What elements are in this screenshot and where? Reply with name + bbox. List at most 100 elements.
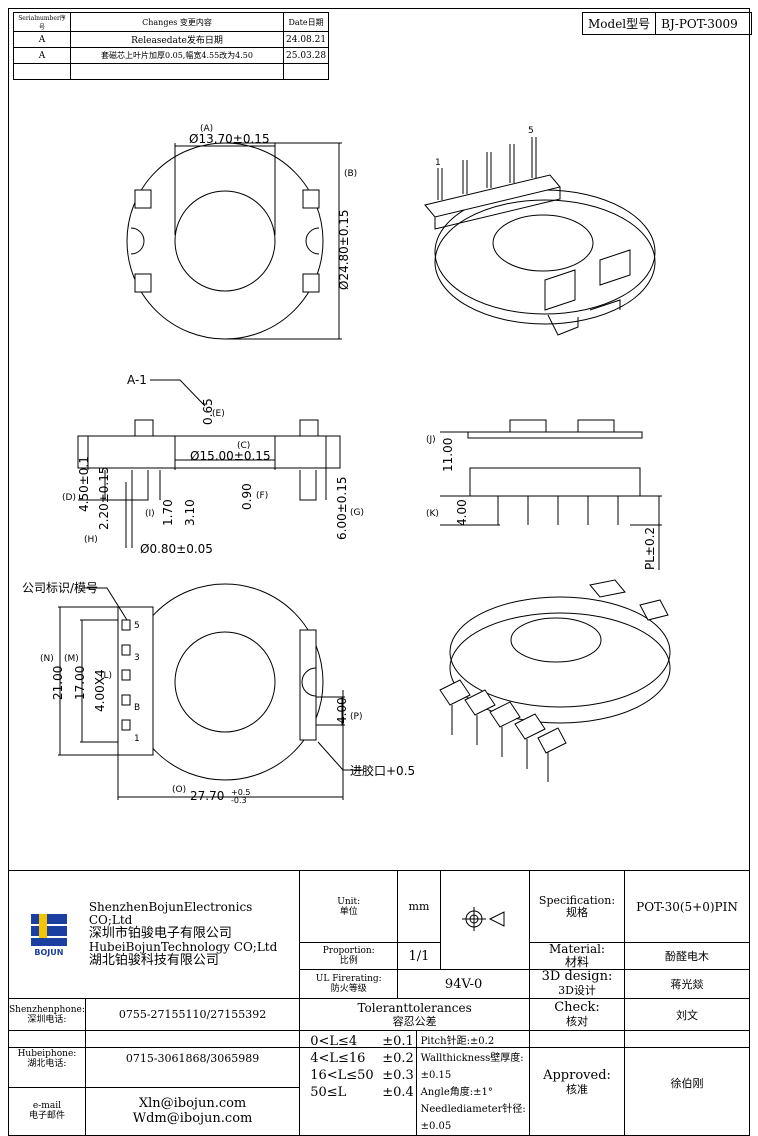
sz-phone-label: Shenzhenphone:	[9, 1004, 85, 1015]
proportion-label-cn: 比例	[339, 956, 358, 966]
dim-f-value: 0.90	[240, 483, 254, 510]
dim-label-b: (B)	[344, 169, 357, 179]
dim-d-value: 4.50±0.1	[77, 456, 91, 512]
design-label-cell: 3D design:3D设计	[529, 969, 625, 999]
material-label-cell: Material:材料	[529, 942, 625, 970]
dim-a-value: Ø13.70±0.15	[189, 132, 270, 146]
dim-m-value: 17.00	[73, 666, 87, 700]
model-label: Model型号	[581, 12, 657, 35]
company-en-1: ShenzhenBojunElectronics CO;Ltd	[88, 900, 253, 927]
dim-label-l: (L)	[100, 671, 112, 681]
tol-row: 0<L≤4±0.1	[310, 1034, 414, 1049]
company-cn-2: 湖北铂骏科技有限公司	[88, 953, 219, 968]
check-value: 刘文	[624, 998, 750, 1031]
note-wall: Wallthickness壁厚度:±0.15	[420, 1053, 524, 1081]
pin3-label: 3	[134, 653, 140, 663]
proportion-label: Proportion:	[322, 946, 375, 956]
tol-row: 50≤L±0.4	[310, 1085, 414, 1100]
tolerance-ranges: 0<L≤4±0.1 4<L≤16±0.2 16<L≤50±0.3 50≤L±0.…	[300, 1031, 417, 1135]
dim-p-value: 4.00	[335, 697, 349, 724]
approved-label-cn: 核准	[566, 1083, 588, 1096]
front-view	[77, 379, 341, 548]
side-view	[440, 419, 662, 570]
center-hole	[174, 190, 276, 292]
dim-pin-dia: Ø0.80±0.05	[140, 542, 213, 556]
material-value: 酚醛电木	[624, 942, 750, 970]
dim-label-g: (G)	[350, 508, 364, 518]
dim-e-value: 0.65	[201, 398, 215, 425]
approved-label-cell: Approved:核准	[529, 1030, 625, 1136]
a1-leader	[150, 379, 206, 407]
dim-k-value: 4.00	[455, 499, 469, 526]
check-label: Check:	[554, 999, 600, 1015]
top-view	[126, 142, 342, 340]
dim-label-e: (E)	[212, 409, 225, 419]
pin5-label: 5	[134, 621, 140, 631]
design-label-cn: 3D设计	[558, 984, 596, 997]
projection-symbol	[439, 870, 531, 970]
dim-o-value: 27.70	[190, 789, 224, 803]
company-cell: BOJUN ShenzhenBojunElectronics CO;Ltd 深圳…	[7, 870, 301, 999]
company-en-2: HubeiBojunTechnology CO;Ltd	[88, 940, 278, 954]
side-notches	[130, 227, 320, 255]
spec-label-cn: 规格	[566, 905, 588, 919]
dim-c-value: Ø15.00±0.15	[190, 449, 271, 463]
hb-phone-label-cell: Hubeiphone:湖北电话:	[8, 1030, 86, 1088]
dim-label-m: (M)	[64, 654, 79, 664]
ul-label-cell: UL Firerating:防火等级	[299, 969, 399, 999]
pinb-label: B	[134, 703, 140, 713]
company-cn-1: 深圳市铂骏电子有限公司	[88, 926, 232, 941]
dim-o-tol-dn: -0.3	[231, 796, 247, 805]
tol-row: 4<L≤16±0.2	[310, 1051, 414, 1066]
tolerance-notes: Pitch针距:±0.2 Wallthickness壁厚度:±0.15 Angl…	[417, 1031, 529, 1135]
spec-value: POT-30(5+0)PIN	[624, 870, 750, 943]
hb-phone: 0715-3061868/3065989	[84, 1030, 301, 1088]
logo-icon	[30, 914, 67, 946]
dim-j-value: 11.00	[441, 438, 455, 472]
spec-label-cell: Specification:规格	[529, 870, 625, 943]
ul-label-cn: 防火等级	[330, 984, 367, 994]
dim-b-value: Ø24.80±0.15	[337, 209, 351, 290]
proportion-label-cell: Proportion:比例	[299, 942, 399, 970]
email-1: Xln@ibojun.com	[138, 1096, 247, 1112]
clips	[134, 189, 320, 293]
dim-g-value: 6.00±0.15	[335, 477, 349, 541]
note-needle: Needlediameter针径:±0.05	[420, 1104, 526, 1132]
model-value: BJ-POT-3009	[655, 12, 753, 35]
check-label-cn: 核对	[566, 1014, 588, 1028]
iso-pin5-label: 5	[528, 126, 534, 136]
unit-label-cell: Unit:单位	[299, 870, 399, 943]
approved-label: Approved:	[543, 1068, 611, 1083]
tolerance-grid: 0<L≤4±0.1 4<L≤16±0.2 16<L≤50±0.3 50≤L±0.…	[299, 1030, 530, 1136]
email-label-cn: 电子邮件	[28, 1111, 65, 1122]
dim-l-value: 4.00X4	[93, 669, 107, 712]
hb-phone-label: Hubeiphone:	[17, 1048, 77, 1059]
note-angle: Angle角度:±1°	[420, 1087, 493, 1098]
dim-label-c: (C)	[237, 441, 250, 451]
proportion-value: 1/1	[397, 942, 441, 970]
ul-value: 94V-0	[397, 969, 530, 999]
sz-phone-label-cn: 深圳电话:	[27, 1014, 67, 1025]
dim-label-d: (D)	[62, 493, 76, 503]
model-box: Model型号 BJ-POT-3009	[581, 12, 753, 35]
tolerance-title: Toleranttolerances	[357, 1000, 472, 1015]
dim-pl-value: PL±0.2	[643, 527, 657, 570]
flange-outline	[126, 142, 324, 340]
hb-phone-label-cn: 湖北电话:	[27, 1058, 67, 1069]
dim-n-value: 21.00	[51, 666, 65, 700]
spec-label: Specification:	[538, 893, 616, 907]
note-pitch: Pitch针距:±0.2	[420, 1036, 495, 1047]
check-label-cell: Check:核对	[529, 998, 625, 1031]
tolerance-title-cn: 容忍公差	[392, 1014, 437, 1028]
tol-row: 16<L≤50±0.3	[310, 1068, 414, 1083]
dim-label-k: (K)	[426, 509, 439, 519]
dim-label-j: (J)	[426, 435, 436, 445]
design-value: 蒋光燚	[624, 969, 750, 999]
rev-row-date: 25.03.28	[282, 47, 330, 64]
gate-label: 进胶口+0.5	[350, 763, 415, 778]
design-label: 3D design:	[541, 969, 613, 984]
dim-h-value: 2.20±0.15	[97, 467, 111, 531]
